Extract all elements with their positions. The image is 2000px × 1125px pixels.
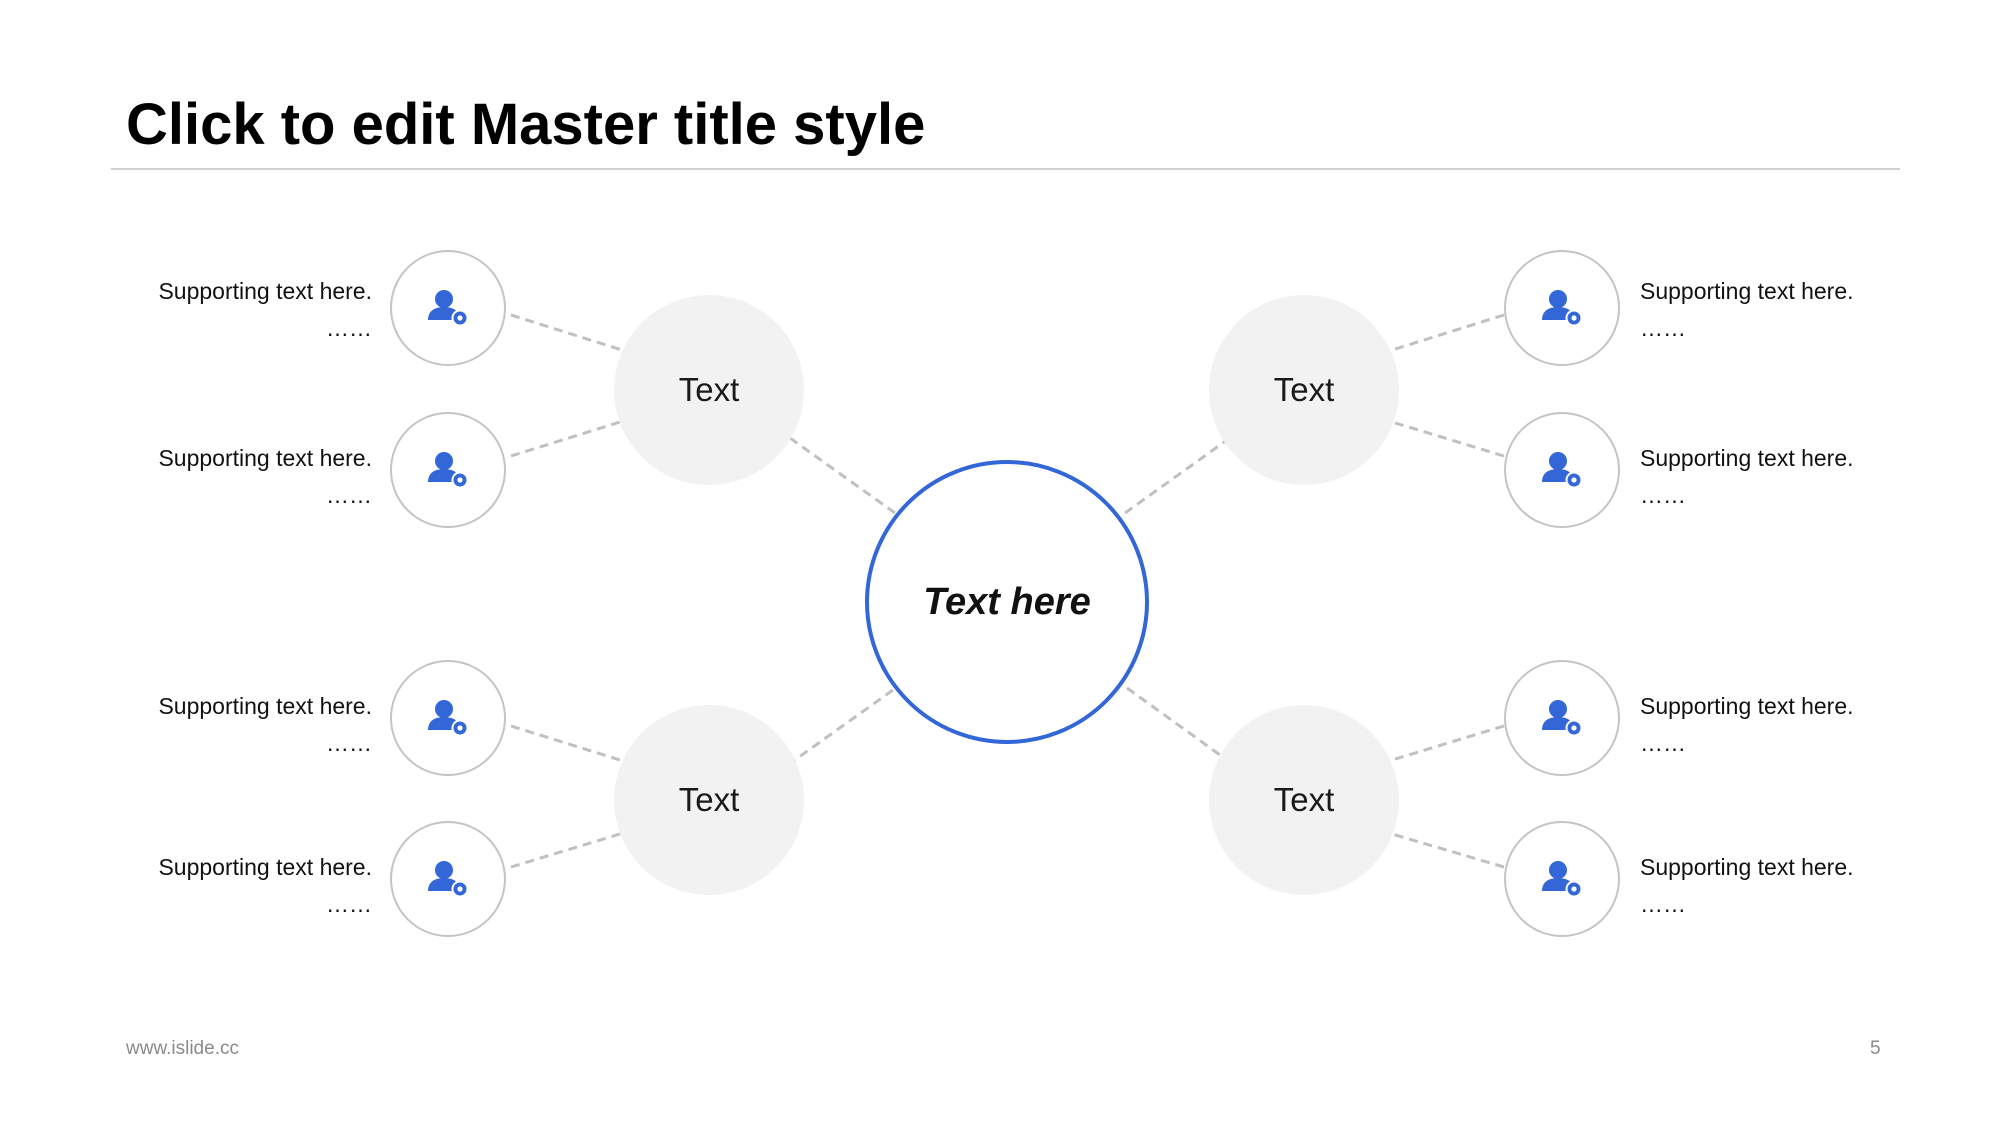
hub-label: Text (1273, 371, 1335, 408)
title-divider (111, 168, 1900, 170)
user-star-icon (428, 700, 469, 737)
connector-line (1391, 313, 1505, 352)
connector-line (1391, 420, 1505, 458)
leaf-node[interactable] (390, 250, 506, 366)
supporting-text-line: Supporting text here. (1640, 854, 1854, 880)
supporting-text-ellipsis: …… (1640, 891, 1686, 917)
connector-line (510, 832, 621, 869)
leaf-node[interactable] (1504, 821, 1620, 937)
user-star-icon (428, 861, 469, 898)
connector-line (1391, 724, 1505, 762)
hub-node[interactable]: Text (614, 705, 804, 895)
supporting-text-line: Supporting text here. (1640, 693, 1854, 719)
user-star-icon (1542, 290, 1583, 327)
supporting-text-ellipsis: …… (326, 730, 372, 756)
supporting-text-line: Supporting text here. (158, 278, 372, 304)
supporting-text-ellipsis: …… (1640, 482, 1686, 508)
center-node[interactable]: Text here (865, 460, 1149, 744)
leaf-node[interactable] (390, 660, 506, 776)
connector-line (510, 420, 621, 458)
hub-label: Text (1273, 781, 1335, 818)
connector-line (1391, 832, 1505, 869)
connector-line (510, 724, 621, 762)
supporting-text[interactable]: Supporting text here. …… (1640, 856, 1854, 916)
user-star-icon (1542, 861, 1583, 898)
supporting-text[interactable]: Supporting text here. …… (1640, 280, 1854, 340)
center-label: Text here (923, 580, 1091, 623)
user-star-icon (1542, 700, 1583, 737)
supporting-text[interactable]: Supporting text here. …… (1640, 695, 1854, 755)
slide-title[interactable]: Click to edit Master title style (126, 92, 926, 157)
page-number: 5 (1870, 1038, 1881, 1059)
supporting-text-line: Supporting text here. (158, 693, 372, 719)
leaf-node[interactable] (390, 821, 506, 937)
leaf-node[interactable] (1504, 412, 1620, 528)
supporting-text-line: Supporting text here. (158, 854, 372, 880)
supporting-text[interactable]: Supporting text here. …… (1640, 447, 1854, 507)
hub-label: Text (678, 371, 740, 408)
hub-node[interactable]: Text (1209, 705, 1399, 895)
supporting-text[interactable]: Supporting text here. …… (158, 447, 372, 507)
supporting-text-ellipsis: …… (1640, 730, 1686, 756)
hub-node[interactable]: Text (1209, 295, 1399, 485)
supporting-text-line: Supporting text here. (1640, 445, 1854, 471)
user-star-icon (428, 290, 469, 327)
leaf-node[interactable] (390, 412, 506, 528)
connector-line (1124, 438, 1228, 515)
supporting-text[interactable]: Supporting text here. …… (158, 695, 372, 755)
supporting-text-ellipsis: …… (326, 482, 372, 508)
leaf-node[interactable] (1504, 250, 1620, 366)
supporting-text-ellipsis: …… (326, 891, 372, 917)
connector-line (791, 688, 894, 764)
hub-node[interactable]: Text (614, 295, 804, 485)
footer-url: www.islide.cc (126, 1038, 239, 1059)
connector-line (789, 436, 896, 515)
supporting-text-ellipsis: …… (1640, 315, 1686, 341)
connector-line (510, 313, 623, 352)
user-star-icon (1542, 452, 1583, 489)
hub-label: Text (678, 781, 740, 818)
user-star-icon (428, 452, 469, 489)
supporting-text[interactable]: Supporting text here. …… (158, 856, 372, 916)
leaf-node[interactable] (1504, 660, 1620, 776)
supporting-text-line: Supporting text here. (158, 445, 372, 471)
supporting-text-line: Supporting text here. (1640, 278, 1854, 304)
supporting-text[interactable]: Supporting text here. …… (158, 280, 372, 340)
supporting-text-ellipsis: …… (326, 315, 372, 341)
connector-line (1126, 686, 1228, 762)
